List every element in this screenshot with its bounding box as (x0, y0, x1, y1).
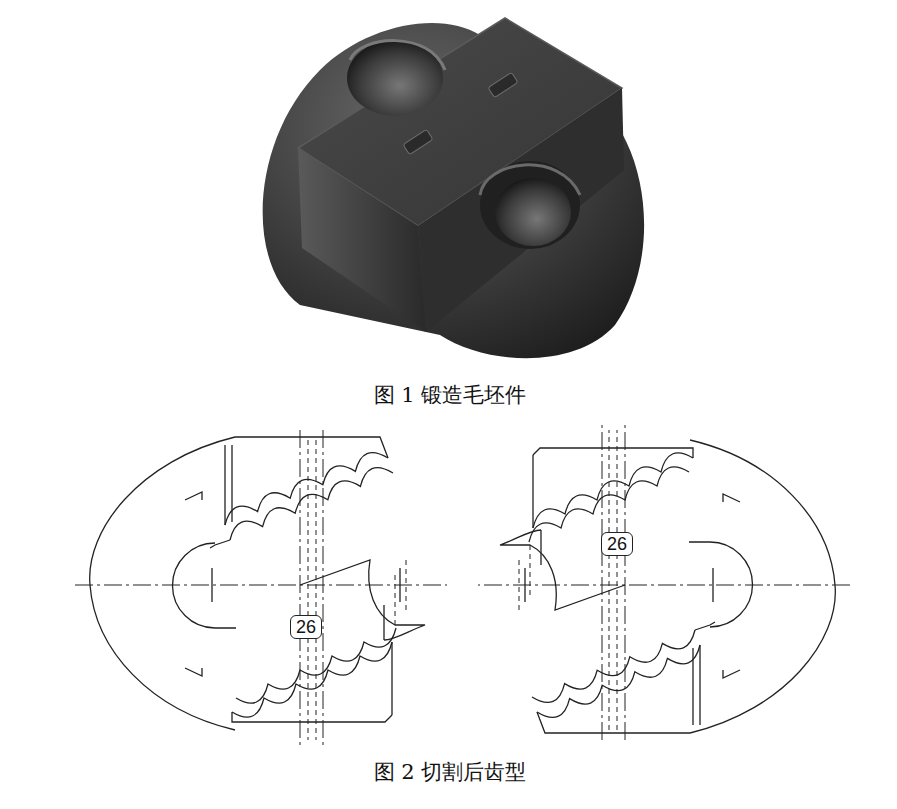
figure-caption: 图 2 切割后齿型 (374, 758, 527, 786)
tooth-profile-drawing (75, 430, 447, 748)
figure-caption: 图 1 锻造毛坯件 (374, 381, 527, 409)
dimension-box: 26 (290, 615, 322, 639)
forging-blank (263, 18, 644, 358)
dimension-box: 26 (601, 532, 633, 556)
dimension-number: 26 (296, 617, 316, 637)
tooth-profile-drawing-mirrored (478, 422, 850, 740)
dimension-number: 26 (607, 534, 627, 554)
